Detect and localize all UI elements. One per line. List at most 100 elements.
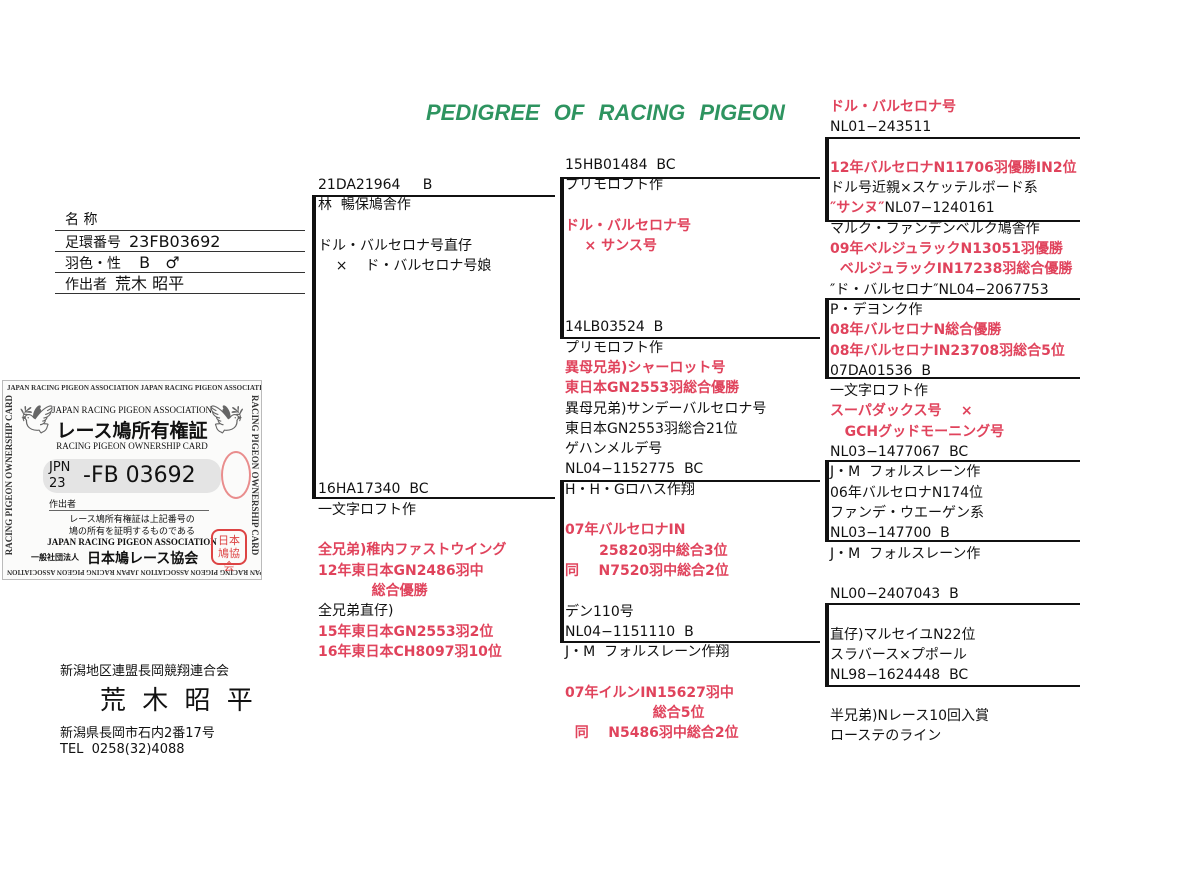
pedigree-line: 東日本GN2553羽総合優勝 bbox=[565, 380, 740, 397]
pedigree-line: マルク・ファンデンベルク鳩舎作 bbox=[830, 220, 1040, 237]
pedigree-line: 21DA21964 B bbox=[318, 177, 433, 193]
pedigree-line bbox=[318, 276, 506, 296]
pedigree-line: 07DA01536 B bbox=[830, 362, 931, 379]
name-row: 名 称 bbox=[55, 210, 305, 231]
pedigree-line: 東日本GN2553羽総合21位 bbox=[565, 420, 738, 437]
pedigree-line bbox=[830, 564, 1077, 584]
bracket-line bbox=[312, 195, 555, 197]
owner-address: 新潟県長岡市石内2番17号 bbox=[60, 726, 215, 741]
pedigree-line bbox=[318, 358, 506, 378]
card-footer-jp: 日本鳩レース協会 bbox=[87, 551, 199, 567]
pedigree-line: 15年東日本GN2553羽2位 bbox=[318, 623, 494, 640]
document-title: PEDIGREE OF RACING PIGEON bbox=[426, 100, 785, 125]
pedigree-line: 一文字ロフト作 bbox=[318, 501, 416, 518]
pedigree-line: × サンス号 bbox=[565, 238, 657, 255]
pedigree-line bbox=[318, 378, 506, 398]
pedigree-line: ゲハンメルデ号 bbox=[565, 441, 663, 458]
pedigree-line: 16HA17340 BC bbox=[318, 481, 429, 498]
card-country: JPN bbox=[49, 460, 71, 475]
bracket-line bbox=[825, 137, 829, 222]
bracket-line bbox=[825, 137, 1080, 139]
pedigree-line: スラバース×プポール bbox=[830, 647, 967, 664]
card-note-1: レース鳩所有権証は上記番号の bbox=[69, 514, 195, 524]
card-round-stamp bbox=[221, 451, 251, 499]
pedigree-line: ドル号近親×スケッテルボード系 bbox=[830, 180, 1038, 197]
generation-1-column: 21DA21964 B 林 暢保鳩舎作ドル・バルセロナ号直仔 × ド・バルセロナ号… bbox=[318, 175, 506, 662]
pedigree-line bbox=[318, 398, 506, 418]
pedigree-line: 06年バルセロナN174位 bbox=[830, 484, 984, 501]
card-edge-top: JAPAN RACING PIGEON ASSOCIATION JAPAN RA… bbox=[7, 384, 262, 392]
pedigree-line: P・デヨンク作 bbox=[830, 301, 923, 318]
pedigree-line: × ド・バルセロナ号娘 bbox=[318, 258, 492, 275]
pedigree-line bbox=[565, 500, 766, 520]
bracket-line bbox=[825, 603, 1080, 605]
bracket-line bbox=[560, 480, 564, 643]
pedigree-line: 08年バルセロナN総合優勝 bbox=[830, 322, 1002, 339]
pedigree-line bbox=[318, 439, 506, 459]
breeder-label: 作出者 bbox=[65, 277, 107, 293]
bracket-line bbox=[825, 377, 1080, 379]
breeder-row: 作出者荒木 昭平 bbox=[55, 273, 305, 294]
pedigree-line: NL03−1477067 BC bbox=[830, 444, 969, 461]
pedigree-line bbox=[565, 581, 766, 601]
color-sex-value: B ♂ bbox=[129, 253, 180, 272]
pedigree-line bbox=[565, 196, 766, 216]
pedigree-line: 08年バルセロナIN23708羽総合5位 bbox=[830, 342, 1065, 359]
pedigree-line: H・H・Gロハス作翔 bbox=[565, 481, 695, 498]
pedigree-line: スーパダックス号 × bbox=[830, 403, 973, 420]
bracket-line bbox=[825, 540, 1080, 542]
owner-tel: TEL 0258(32)4088 bbox=[60, 742, 185, 757]
dove-left-icon: 🕊 bbox=[19, 405, 55, 436]
pedigree-line: ファンデ・ウエーゲン系 bbox=[830, 504, 984, 521]
bracket-line bbox=[825, 460, 1080, 462]
color-sex-row: 羽色・性 B ♂ bbox=[55, 252, 305, 273]
card-assoc-en: JAPAN RACING PIGEON ASSOCIATION bbox=[52, 405, 212, 415]
pedigree-line bbox=[318, 297, 506, 317]
pedigree-line: 16年東日本CH8097羽10位 bbox=[318, 643, 502, 660]
card-seal-text: 日本鳩協会 bbox=[218, 535, 240, 573]
bracket-line bbox=[825, 460, 829, 542]
pedigree-line: 14LB03524 B bbox=[565, 319, 664, 336]
pedigree-line: 同 N5486羽中総合2位 bbox=[565, 725, 739, 742]
bracket-line bbox=[560, 337, 820, 339]
bracket-line bbox=[825, 220, 1080, 222]
pedigree-line: NL03−147700 B bbox=[830, 525, 950, 542]
pedigree-line: 09年ベルジュラックN13051羽優勝 bbox=[830, 241, 1063, 258]
pedigree-line: 12年東日本GN2486羽中 bbox=[318, 562, 484, 579]
pedigree-line: ドル・バルセロナ号 bbox=[565, 217, 691, 234]
bracket-line bbox=[825, 298, 1080, 300]
pedigree-line: GCHグッドモーニング号 bbox=[830, 423, 1005, 440]
pedigree-line: 07年バルセロナIN bbox=[565, 522, 686, 539]
pedigree-line: ドル・バルセロナ号直仔 bbox=[318, 237, 472, 254]
pedigree-line bbox=[318, 419, 506, 439]
card-year: 23 bbox=[49, 476, 66, 491]
pedigree-line: 林 暢保鳩舎作 bbox=[318, 197, 411, 214]
pedigree-line: NL04−1152775 BC bbox=[565, 461, 704, 478]
pedigree-line bbox=[830, 138, 1077, 158]
pedigree-line: ドル・バルセロナ号 bbox=[830, 99, 956, 115]
owner-name: 荒 木 昭 平 bbox=[100, 686, 257, 716]
bracket-line bbox=[560, 177, 820, 179]
pedigree-line: 12年バルセロナN11706羽優勝IN2位 bbox=[830, 159, 1077, 176]
pedigree-line: J・M フォルスレーン作 bbox=[830, 545, 981, 562]
bracket-line bbox=[312, 195, 316, 499]
bracket-line bbox=[825, 603, 829, 687]
pedigree-line: プリモロフト作 bbox=[565, 177, 663, 194]
pedigree-line: 異母兄弟)シャーロット号 bbox=[565, 359, 726, 376]
pedigree-line: J・M フォルスレーン作 bbox=[830, 464, 981, 481]
pedigree-line bbox=[565, 256, 766, 276]
pedigree-line bbox=[565, 297, 766, 317]
pedigree-line bbox=[565, 277, 766, 297]
bracket-line bbox=[560, 641, 820, 643]
bracket-line bbox=[560, 177, 564, 339]
card-number-box bbox=[43, 459, 221, 493]
pedigree-line-segment: NL07−1240161 bbox=[884, 200, 995, 217]
pedigree-line: NL04−1151110 B bbox=[565, 623, 694, 640]
pedigree-line bbox=[318, 317, 506, 337]
card-title: レース鳩所有権証 bbox=[56, 420, 208, 442]
pedigree-line bbox=[318, 520, 506, 540]
bracket-line bbox=[560, 480, 820, 482]
